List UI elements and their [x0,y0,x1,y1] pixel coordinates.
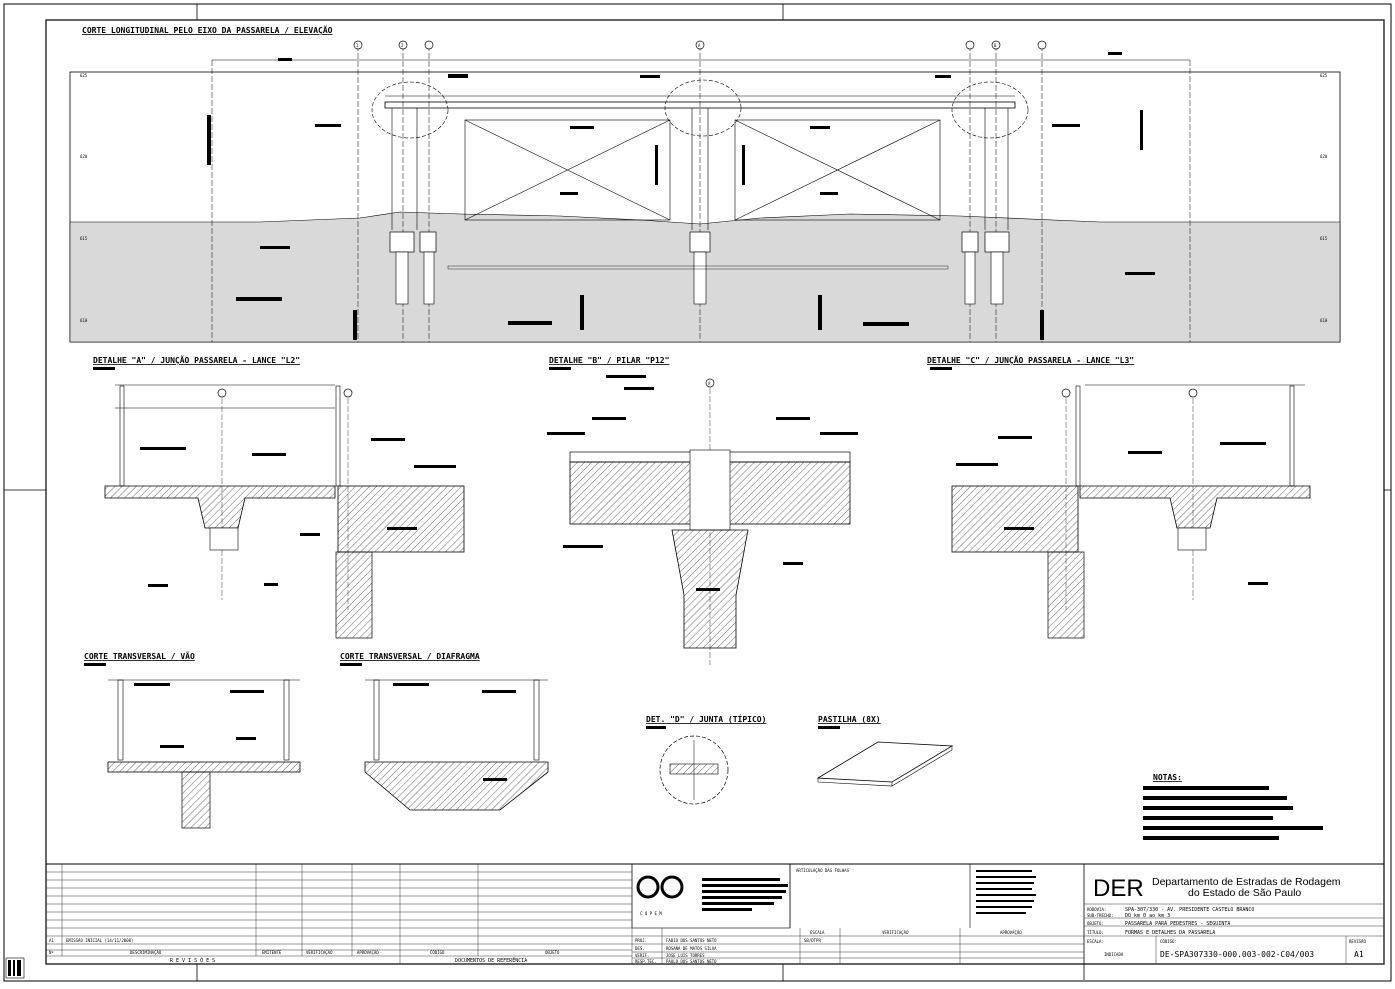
copem-logo: C O P E M [636,875,684,916]
resp-tec-label: RESP.TEC. [635,959,657,964]
articulacao-label: ARTICULAÇÃO DAS FOLHAS [796,868,850,873]
notes-title: NOTAS: [1153,773,1182,782]
inner-border [45,19,1385,965]
detail-b-axis-label: A [708,381,711,386]
axis-a-label: A [698,43,701,48]
rev-col-codigo: CÓDIGO [430,950,445,955]
der-name-line1: Departamento de Estradas de Rodagem [1152,876,1341,888]
detail-b-title: DETALHE "B" / PILAR "P12" [549,356,669,365]
docs-ref-label: DOCUMENTOS DE REFERÊNCIA [455,956,527,964]
elevation-view: CORTE LONGITUDINAL PELO EIXO DA PASSAREL… [69,25,1341,343]
detail-a-title: DETALHE "A" / JUNÇÃO PASSARELA - LANCE "… [93,355,300,365]
escala-label: ESCALA: [1087,939,1104,944]
revisoes-label: R E V I S Õ E S [170,957,215,964]
codigo-label: CÓDIGO: [1160,939,1177,944]
sb-dtpr: SB/DTPR [804,938,821,943]
transversal-diafragma: CORTE TRANSVERSAL / DIAFRAGMA [340,652,549,811]
escala-col: ESCALA [810,930,825,935]
rev-col-aprov: APROVAÇÃO [357,950,379,955]
det-d-title: DET. "D" / JUNTA (TÍPICO) [646,713,766,724]
revisao-label: REVISÃO [1349,939,1366,944]
transversal-vao: CORTE TRANSVERSAL / VÃO [84,651,301,829]
notes-block: NOTAS: [1143,773,1323,840]
rev-col-n: Nº [49,950,54,955]
titulo-value: FORMAS E DETALHES DA PASSARELA [1125,930,1215,936]
der-logo: DER [1093,875,1144,902]
objeto-label: OBJETO: [1087,921,1104,926]
transv-vao-title: CORTE TRANSVERSAL / VÃO [84,651,195,661]
rev-row-rev: A1 [49,938,54,943]
elev-615-left: 615 [80,236,88,241]
elev-610-right: 610 [1320,318,1328,323]
subtrecho-value: DO km 0 ao km 3 [1125,913,1170,919]
title-block: A1 EMISSÃO INICIAL (14/11/2008) Nº DESCR… [46,863,1384,980]
deck [384,101,1016,109]
transv-diaf-title: CORTE TRANSVERSAL / DIAFRAGMA [340,652,480,661]
subtrecho-label: SUB-TRECHO: [1087,913,1114,918]
axis-2-label: 2 [401,43,404,48]
des-name: ROSANA DE MATOS SILVA [666,946,717,951]
detail-c-title: DETALHE "C" / JUNÇÃO PASSARELA - LANCE "… [927,355,1134,365]
rev-row-desc: EMISSÃO INICIAL (14/11/2008) [66,938,133,943]
edge-ticks [4,4,1391,981]
elev-625-left: 625 [80,73,88,78]
rev-col-emit: EMITENTE [262,950,282,955]
codigo-value: DE-SPA307330-000.003-002-C04/003 [1160,950,1314,959]
verificacao-col: VERIFICAÇÃO [882,930,909,935]
axis-b-label: B [994,43,997,48]
rev-col-objeto: OBJETO [545,950,560,955]
verif-label: VERIF. [635,953,649,958]
rodovia-value: SPA-307/330 - AV. PRESIDENTE CASTELO BRA… [1125,907,1254,913]
detail-a: DETALHE "A" / JUNÇÃO PASSARELA - LANCE "… [93,355,465,639]
elev-615-right: 615 [1320,236,1328,241]
axis-1-label: 1 [356,43,359,48]
verif-name: JOSE LUIS TORRES [666,953,705,958]
outer-border [3,3,1392,982]
resp-name: PAULO DOS SANTOS NETO [666,959,717,964]
des-label: DES. [635,946,645,951]
objeto-value: PASSARELA PARA PEDESTRES - SEGUINTA [1125,921,1230,927]
titulo-label: TÍTULO: [1087,930,1104,935]
elevation-title: CORTE LONGITUDINAL PELO EIXO DA PASSAREL… [82,25,333,35]
pastilha-title: PASTILHA (8X) [818,715,881,724]
aprovacao-col: APROVAÇÃO [1000,930,1022,935]
der-name-line2: do Estado de São Paulo [1188,887,1301,899]
detail-c: DETALHE "C" / JUNÇÃO PASSARELA - LANCE "… [927,355,1311,639]
elev-610-left: 610 [80,318,88,323]
elev-620-right: 620 [1320,154,1328,159]
rev-col-verif: VERIFICAÇÃO [306,950,333,955]
pastilha: PASTILHA (8X) [816,715,954,787]
rev-col-desc: DESCRIMINAÇÃO [130,950,162,955]
sheet-corner-mark [5,957,25,979]
escala-value: INDICADA [1104,952,1124,957]
proj-name: FABIO DOS SANTOS NETO [666,938,717,943]
revisao-value: A1 [1354,950,1364,959]
detail-b: DETALHE "B" / PILAR "P12" A [547,356,858,665]
proj-label: PROJ. [635,938,647,943]
elev-625-right: 625 [1320,73,1328,78]
truss-span [391,108,1009,230]
rodovia-label: RODOVIA: [1087,907,1106,912]
detail-d: DET. "D" / JUNTA (TÍPICO) [646,713,766,805]
elev-620-left: 620 [80,154,88,159]
copem-logo-text: C O P E M [640,911,662,916]
